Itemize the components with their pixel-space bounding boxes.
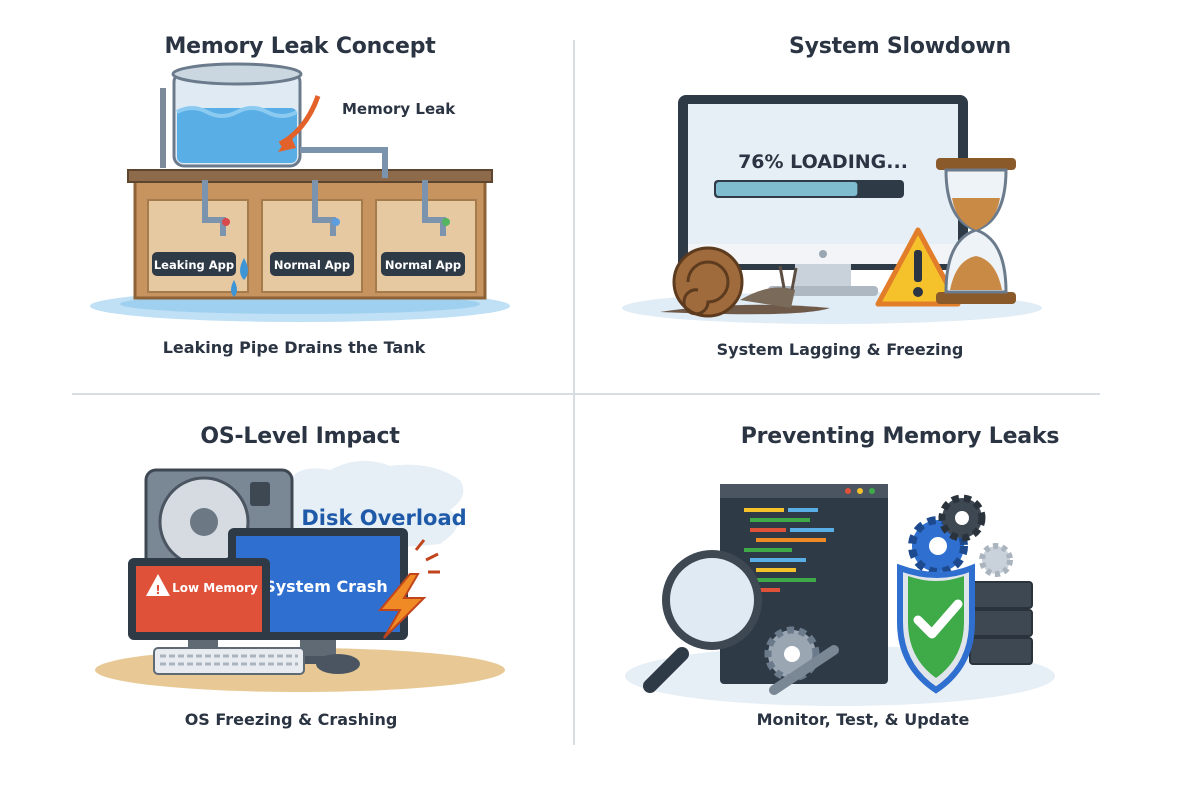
panel-system-slowdown: System Slowdown 76% LOADING...: [600, 0, 1200, 400]
panel-caption: System Lagging & Freezing: [716, 340, 964, 359]
wrench-gear-icon: [764, 626, 839, 695]
panel-memory-leak: Memory Leak Concept: [0, 0, 600, 400]
magnifying-glass-icon: [643, 550, 762, 693]
pipe-network-icon: [202, 147, 446, 236]
snail-icon: [660, 246, 830, 318]
panel-title: System Slowdown: [789, 34, 1011, 59]
app-label-normal-2: Normal App: [385, 258, 461, 272]
vertical-divider: [573, 40, 575, 745]
system-crash-label: System Crash: [264, 577, 388, 596]
low-memory-label: Low Memory: [172, 581, 258, 595]
keyboard-icon: [153, 647, 305, 675]
app-label-normal-1: Normal App: [274, 258, 350, 272]
panel-title: Preventing Memory Leaks: [740, 424, 1060, 449]
lightning-icon: [377, 573, 427, 639]
app-label-leaking: Leaking App: [154, 258, 234, 272]
leak-callout-arrow: [278, 95, 321, 147]
disk-overload-label: Disk Overload: [301, 506, 466, 530]
memory-leak-illustration: Memory Leak Leaking App Normal App Norma…: [90, 62, 510, 322]
panel-caption: Leaking Pipe Drains the Tank: [162, 338, 426, 357]
server-icon: [969, 581, 1033, 665]
low-memory-monitor-icon: [128, 558, 270, 652]
hourglass-icon: [936, 158, 1016, 304]
progress-bar-fill: [716, 182, 858, 196]
memory-leak-label: Memory Leak: [342, 100, 456, 118]
panel-caption: OS Freezing & Crashing: [184, 710, 398, 729]
water-drop-icon: [240, 258, 248, 280]
panel-title: OS-Level Impact: [200, 424, 400, 449]
slowdown-illustration: 76% LOADING...: [622, 95, 1042, 324]
horizontal-divider: [72, 393, 1100, 395]
panel-title: Memory Leak Concept: [164, 34, 436, 59]
water-tank-icon: [160, 62, 303, 168]
shield-check-icon: [897, 563, 975, 694]
warning-triangle-icon: [875, 227, 961, 307]
code-editor-icon: [720, 484, 888, 684]
alert-triangle-icon: [146, 574, 170, 596]
svg-text:!: !: [155, 583, 160, 597]
panel-caption: Monitor, Test, & Update: [756, 710, 970, 729]
panel-os-impact: OS-Level Impact Disk Overload System Cra…: [0, 400, 600, 800]
mouse-icon: [316, 654, 360, 674]
gear-icon: [908, 494, 1013, 577]
os-impact-illustration: Disk Overload System Crash ! Low Memory: [95, 460, 505, 692]
prevent-illustration: [625, 484, 1055, 706]
panel-prevent-leaks: Preventing Memory Leaks: [600, 400, 1200, 800]
loading-text: 76% LOADING...: [738, 151, 908, 173]
